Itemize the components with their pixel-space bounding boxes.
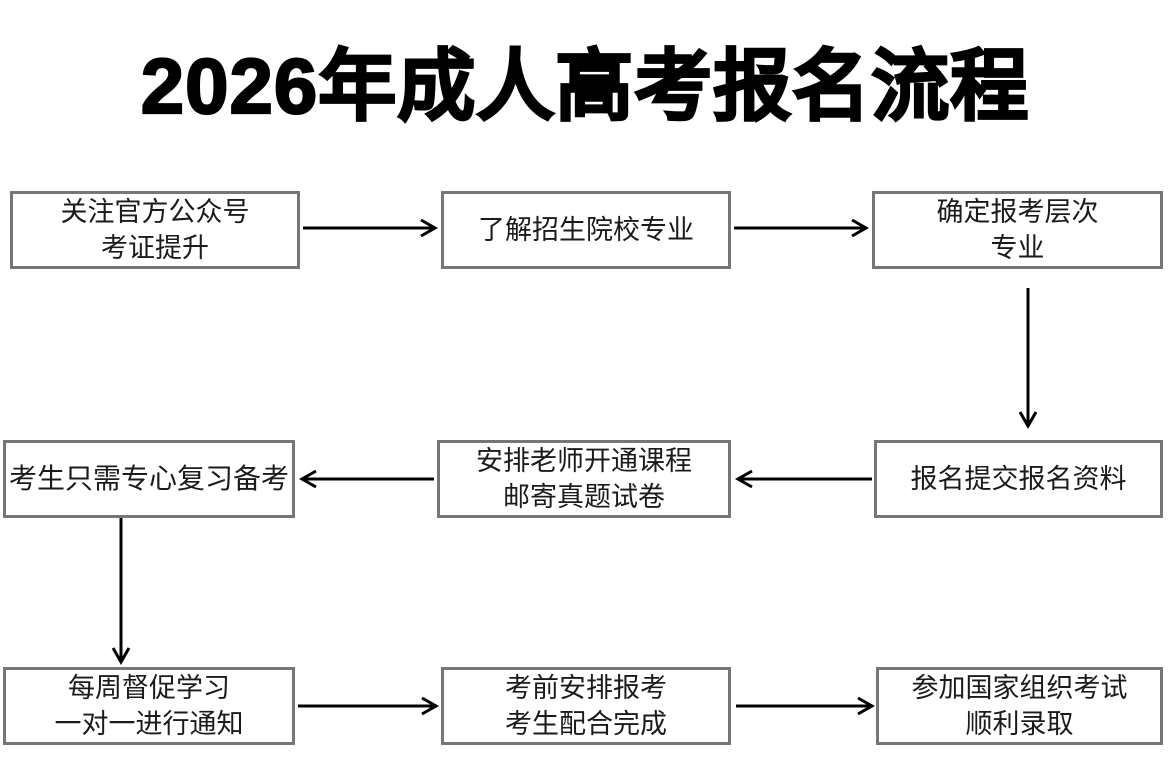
flow-node-3[interactable]: 确定报考层次 专业 bbox=[872, 191, 1163, 269]
arrow-n1-n2 bbox=[303, 214, 439, 242]
arrow-n6-n5 bbox=[734, 465, 874, 493]
flow-node-9[interactable]: 参加国家组织考试 顺利录取 bbox=[876, 667, 1163, 745]
arrow-n5-n4 bbox=[298, 465, 438, 493]
flow-node-7[interactable]: 每周督促学习 一对一进行通知 bbox=[3, 667, 295, 745]
flow-node-3-line-2: 专业 bbox=[990, 233, 1045, 263]
flow-node-4[interactable]: 考生只需专心复习备考 bbox=[3, 440, 295, 518]
arrow-n3-n6 bbox=[1013, 288, 1043, 430]
arrow-n8-n9 bbox=[736, 692, 876, 720]
flow-node-7-line-2: 一对一进行通知 bbox=[54, 709, 244, 739]
flow-node-8-line-1: 考前安排报考 bbox=[505, 673, 667, 703]
flow-node-1-line-1: 关注官方公众号 bbox=[60, 197, 250, 227]
flow-node-6[interactable]: 报名提交报名资料 bbox=[874, 440, 1163, 518]
flow-node-4-line-1: 考生只需专心复习备考 bbox=[8, 463, 289, 494]
arrow-n7-n8 bbox=[298, 692, 440, 720]
flow-node-8-line-2: 考生配合完成 bbox=[505, 709, 667, 739]
flow-node-5-line-1: 安排老师开通课程 bbox=[476, 446, 692, 476]
flow-node-5-line-2: 邮寄真题试卷 bbox=[503, 482, 665, 512]
flow-node-1-line-2: 考证提升 bbox=[101, 233, 209, 263]
flow-node-3-line-1: 确定报考层次 bbox=[936, 197, 1099, 227]
arrow-n4-n7 bbox=[106, 518, 136, 666]
flow-node-8[interactable]: 考前安排报考 考生配合完成 bbox=[441, 667, 731, 745]
flow-node-9-line-2: 顺利录取 bbox=[965, 709, 1074, 739]
flow-node-1[interactable]: 关注官方公众号 考证提升 bbox=[10, 191, 300, 269]
flow-node-5[interactable]: 安排老师开通课程 邮寄真题试卷 bbox=[437, 440, 731, 518]
flow-node-2[interactable]: 了解招生院校专业 bbox=[441, 191, 731, 269]
flow-node-2-line-1: 了解招生院校专业 bbox=[478, 215, 694, 245]
flow-node-6-line-1: 报名提交报名资料 bbox=[910, 464, 1127, 494]
flow-node-7-line-1: 每周督促学习 bbox=[68, 673, 230, 703]
page-title: 2026年成人高考报名流程 bbox=[140, 41, 1030, 131]
flow-node-9-line-1: 参加国家组织考试 bbox=[911, 673, 1128, 703]
arrow-n2-n3 bbox=[734, 214, 870, 242]
